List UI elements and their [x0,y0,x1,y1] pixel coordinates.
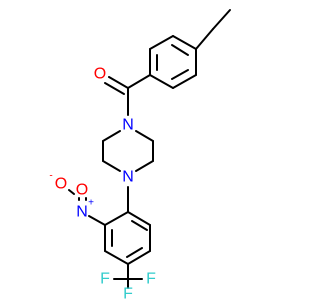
nitro-nitrogen-charge: + [88,198,94,209]
fluorine-label-bottom: F [123,286,133,300]
oxygen-label-nitro-minus: O [55,176,67,193]
fluorine-label-right: F [146,271,156,288]
bond-ring-carbonyl [127,74,151,89]
bond-ethyl-terminal [212,9,231,30]
bond-piperazine-4 [135,130,154,142]
bond-top-ring-inner-1 [171,44,189,56]
bond-bottom-ring-inner-1 [131,220,148,231]
bond-bottom-ring-4 [104,250,129,265]
bond-top-ring-1 [172,35,197,50]
oxygen-label-carbonyl: O [94,66,106,83]
bond-carbonyl-double-b [104,82,125,95]
bond-bottom-ring-6 [104,211,129,226]
nitro-oxygen-charge: - [49,171,52,182]
bond-bottom-ring-1 [127,211,151,226]
bond-bottom-ring-3 [127,250,151,265]
nitrogen-label-piperazine-top: N [122,117,134,134]
oxygen-label-nitro-double: O [76,182,88,199]
bond-piperazine-1 [102,130,121,142]
bond-top-ring-inner-3 [171,69,189,80]
bond-nitro-o-minus [68,189,75,195]
fluorine-label-left: F [100,271,110,288]
bond-piperazine-6 [135,160,154,172]
bond-bottom-ring-inner-2 [126,247,143,258]
nitrogen-label-nitro: N [76,204,88,221]
bonds [68,9,231,289]
bond-ethyl-ring [195,28,214,50]
molecule-structure: O N N N + O - O F F F [49,9,231,300]
bond-top-ring-5 [172,74,197,89]
bond-ring-nitro [88,215,106,226]
bond-piperazine-3 [102,160,121,172]
atom-labels: O N N N + O - O F F F [49,66,156,300]
bond-top-ring-4 [149,74,174,89]
bond-top-ring-2 [149,35,174,50]
nitrogen-label-piperazine-bottom: N [122,169,134,186]
bond-carbonyl-double-a [108,76,129,89]
